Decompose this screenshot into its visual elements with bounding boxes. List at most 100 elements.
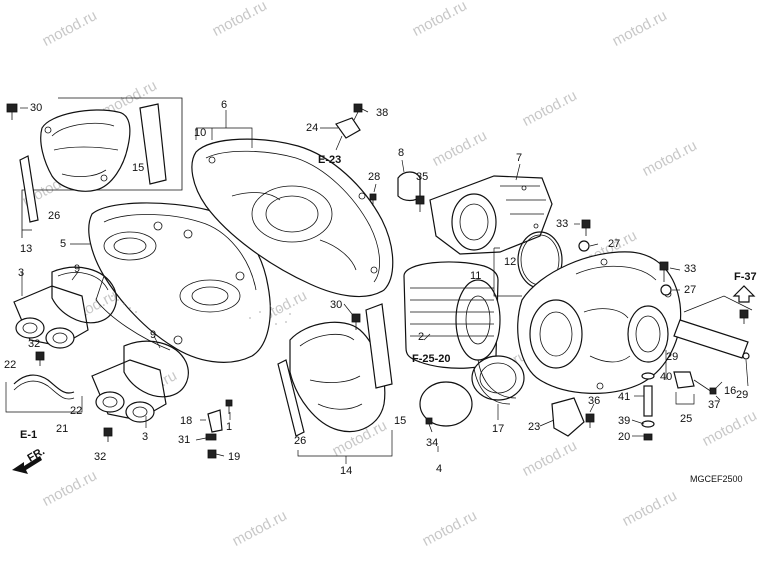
sensor-part [335, 103, 363, 139]
callout-19: 19 [228, 451, 240, 463]
ref-e23: E-23 [318, 154, 341, 166]
bolt-icon [659, 261, 669, 282]
callout-15b: 15 [394, 415, 406, 427]
bracket-part [551, 397, 585, 437]
callout-18: 18 [180, 415, 192, 427]
grommet-part [660, 284, 672, 296]
callout-27b: 27 [684, 284, 696, 296]
callout-27: 27 [608, 238, 620, 250]
ref-arrow-icon [732, 285, 756, 303]
callout-14: 14 [340, 465, 352, 477]
callout-3b: 3 [142, 431, 148, 443]
screw-icon [35, 351, 45, 366]
upper-housing-part [191, 138, 394, 298]
callout-15: 15 [132, 162, 144, 174]
connecting-tube-part [471, 355, 525, 405]
ref-f37: F-37 [734, 271, 757, 283]
rear-housing-part [517, 251, 682, 394]
callout-29: 29 [666, 351, 678, 363]
callout-23: 23 [528, 421, 540, 433]
callout-9b: 9 [150, 329, 156, 341]
callout-22: 22 [4, 359, 16, 371]
callout-22b: 22 [70, 405, 82, 417]
callout-12: 12 [504, 256, 516, 268]
diagram-code: MGCEF2500 [690, 474, 743, 484]
drain-tube-part [641, 372, 655, 441]
callout-labels: 30 15 26 13 5 6 10 24 38 E-23 8 35 28 7 … [4, 99, 757, 484]
intake-funnel-part [91, 359, 167, 423]
callout-26b: 26 [294, 435, 306, 447]
callout-37: 37 [708, 399, 720, 411]
callout-40: 40 [660, 371, 672, 383]
callout-9: 9 [74, 263, 80, 275]
callout-2: 2 [418, 331, 424, 343]
callout-1: 1 [226, 421, 232, 433]
screw-icon [415, 195, 425, 212]
callout-36: 36 [588, 395, 600, 407]
strip-part [19, 155, 39, 223]
callout-30b: 30 [330, 299, 342, 311]
callout-21: 21 [56, 423, 68, 435]
callout-4: 4 [436, 463, 442, 475]
screw-icon [103, 427, 113, 442]
callout-13: 13 [20, 243, 32, 255]
callout-32b: 32 [94, 451, 106, 463]
callout-38: 38 [376, 107, 388, 119]
callout-30: 30 [30, 102, 42, 114]
screw-icon [369, 193, 377, 206]
strip-part [277, 359, 305, 437]
ref-e1: E-1 [20, 429, 37, 441]
callout-41: 41 [618, 391, 630, 403]
screw-icon [425, 417, 433, 433]
gasket-part [51, 266, 117, 324]
callout-35: 35 [416, 171, 428, 183]
leader-lines [20, 107, 749, 457]
screw-icon [351, 313, 361, 330]
screw-icon [225, 399, 233, 414]
screw-icon [6, 103, 18, 120]
callout-5: 5 [60, 238, 66, 250]
seal-strip-part [365, 303, 393, 389]
callout-25: 25 [680, 413, 692, 425]
callout-16: 16 [724, 385, 736, 397]
callout-11: 11 [470, 270, 481, 282]
hose-fitting-part [205, 409, 223, 459]
air-filter-element-part [403, 261, 501, 369]
callout-3: 3 [18, 267, 24, 279]
plate-part [673, 319, 749, 359]
seal-strip-part [139, 103, 167, 185]
callout-29b: 29 [736, 389, 748, 401]
callout-39: 39 [618, 415, 630, 427]
callout-6: 6 [221, 99, 227, 111]
callout-24: 24 [306, 122, 318, 134]
screw-icon [585, 413, 595, 428]
gasket-part [123, 340, 189, 398]
side-cover-part [289, 321, 386, 433]
callout-33: 33 [556, 218, 568, 230]
callout-8: 8 [398, 147, 404, 159]
breather-hose-part [13, 374, 75, 394]
callout-32: 32 [28, 338, 40, 350]
intake-duct-part [429, 175, 553, 255]
screw-icon [739, 309, 749, 324]
callout-34: 34 [426, 437, 438, 449]
callout-7: 7 [516, 152, 522, 164]
callout-28: 28 [368, 171, 380, 183]
callout-10: 10 [194, 127, 206, 139]
grommet-part [578, 240, 590, 252]
dotted-shading [111, 295, 291, 325]
callout-31: 31 [178, 434, 190, 446]
clamp-part [673, 371, 717, 395]
callout-26: 26 [48, 210, 60, 222]
duct-cover-part [40, 109, 131, 192]
band-clamp-part [419, 381, 473, 427]
callout-33b: 33 [684, 263, 696, 275]
callout-17: 17 [492, 423, 504, 435]
intake-funnel-part [13, 285, 89, 349]
ref-f2520: F-25-20 [412, 353, 451, 365]
callout-20: 20 [618, 431, 630, 443]
forward-label: FR. [26, 445, 47, 464]
forward-arrow-icon [12, 456, 42, 474]
group-box-13 [21, 97, 183, 238]
